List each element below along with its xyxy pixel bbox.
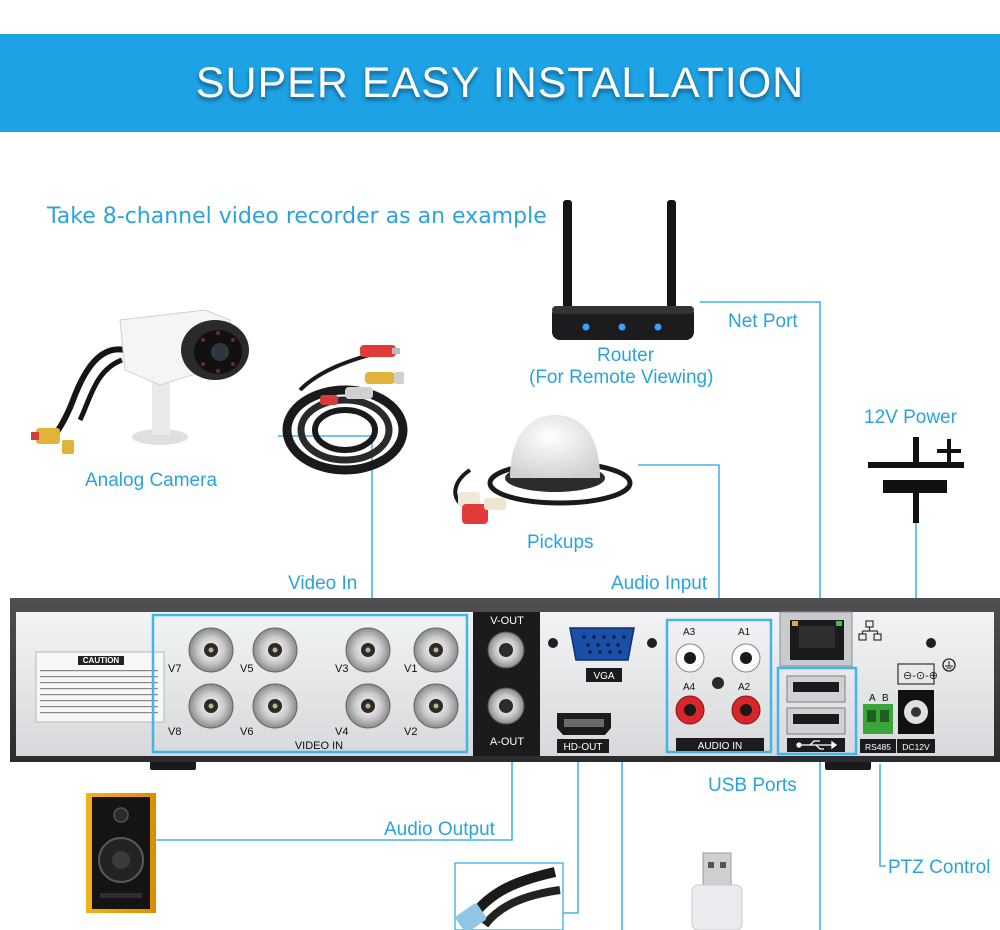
vga-label: VGA <box>593 671 614 682</box>
rs485-label: RS485 <box>865 742 891 752</box>
router-label: Router <box>597 345 655 366</box>
subtitle: Take 8-channel video recorder as an exam… <box>47 204 547 229</box>
caution-label: CAUTION <box>83 656 120 665</box>
audio-in-panel-label: AUDIO IN <box>698 741 742 752</box>
connector-lines <box>155 301 917 930</box>
svg-text:⊖-⊙-⊕: ⊖-⊙-⊕ <box>903 670 938 682</box>
channel-label: V3 <box>335 663 348 675</box>
header-banner: SUPER EASY INSTALLATION <box>0 34 1000 132</box>
dvr-panel-text: CAUTION V7 V5 V3 V1 V8 V6 V4 V2 VIDEO IN… <box>83 615 930 753</box>
hd-out-label: HD-OUT <box>564 742 603 753</box>
power-label: 12V Power <box>864 407 957 428</box>
dvr-back-panel: ⊖-⊙-⊕ <box>10 598 1000 770</box>
channel-label: V7 <box>168 663 181 675</box>
usb-icon <box>796 740 838 750</box>
hdmi-cable-illustration <box>454 862 564 930</box>
dc12v-label: DC12V <box>902 742 930 752</box>
channel-label: V2 <box>404 726 417 738</box>
audio-output-label: Audio Output <box>384 819 495 840</box>
ptz-control-label: PTZ Control <box>888 857 991 878</box>
rs485-pin-label: A <box>869 693 876 704</box>
speaker-illustration <box>86 793 156 913</box>
audio-channel-label: A2 <box>738 682 751 693</box>
channel-label: V8 <box>168 726 181 738</box>
audio-input-label: Audio Input <box>611 573 708 594</box>
power-symbol-icon <box>868 437 964 523</box>
audio-channel-label: A1 <box>738 627 751 638</box>
usb-stick-illustration <box>691 852 743 930</box>
channel-label: V5 <box>240 663 253 675</box>
audio-channel-label: A3 <box>683 627 696 638</box>
video-in-panel-label: VIDEO IN <box>295 740 343 752</box>
pickups-label: Pickups <box>527 532 594 553</box>
page-title: SUPER EASY INSTALLATION <box>195 59 805 107</box>
channel-label: V6 <box>240 726 253 738</box>
router-sub-label: (For Remote Viewing) <box>529 367 714 388</box>
a-out-label: A-OUT <box>490 736 525 748</box>
rs485-pin-label: B <box>882 693 889 704</box>
bnc-cable-illustration <box>282 345 408 475</box>
net-port-label: Net Port <box>728 311 798 332</box>
v-out-label: V-OUT <box>490 615 524 627</box>
analog-camera-label: Analog Camera <box>85 470 218 491</box>
router-illustration <box>552 200 694 340</box>
analog-camera-illustration <box>31 309 249 454</box>
network-icon <box>858 620 882 641</box>
pickups-microphone-illustration <box>453 415 633 524</box>
bnc-connectors <box>188 627 459 729</box>
usb-ports-label: USB Ports <box>708 775 797 796</box>
channel-label: V4 <box>335 726 348 738</box>
channel-label: V1 <box>404 663 417 675</box>
audio-channel-label: A4 <box>683 682 696 693</box>
video-in-label: Video In <box>288 573 358 594</box>
